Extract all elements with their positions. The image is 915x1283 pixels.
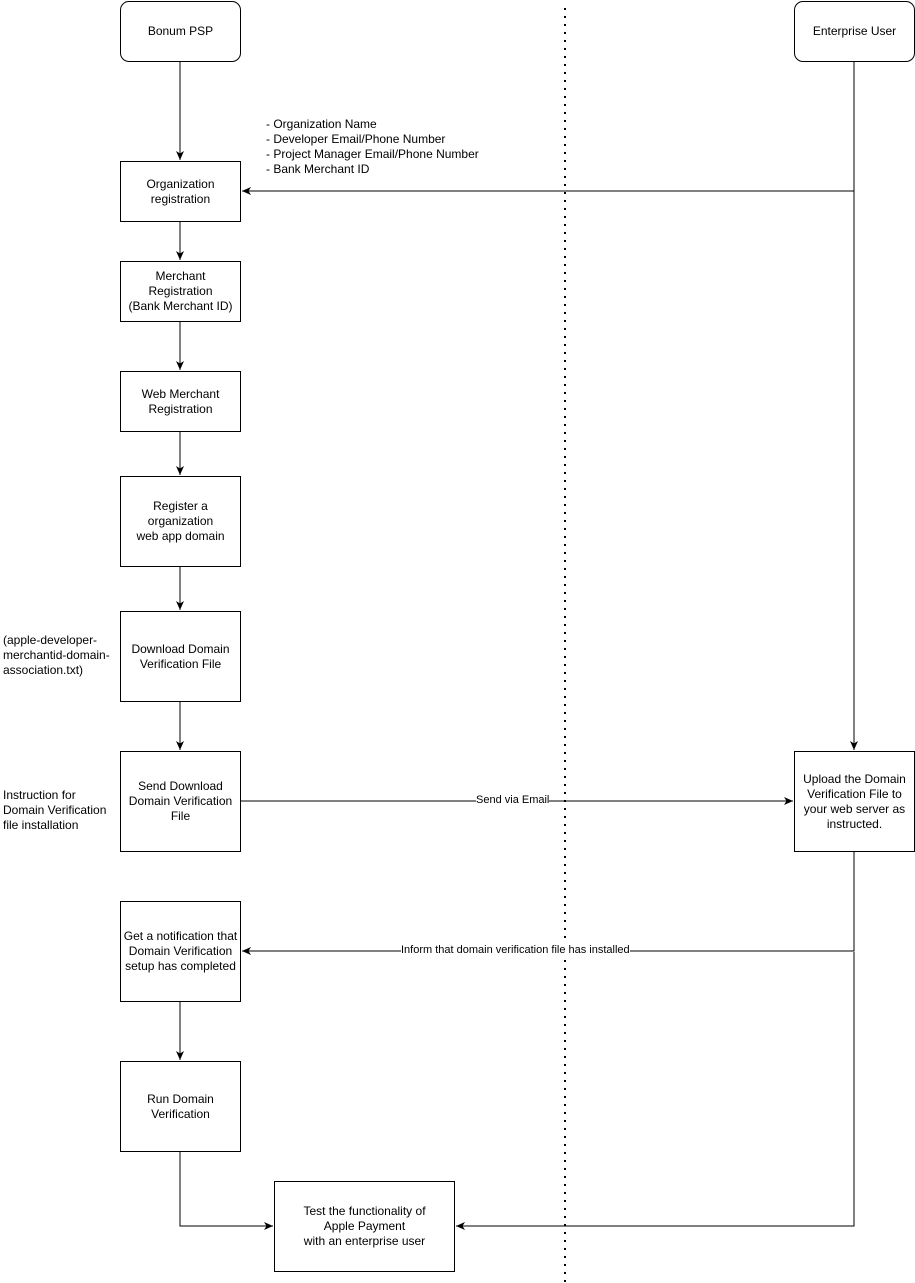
step-upload-verification-file: Upload the Domain Verification File to y… bbox=[794, 751, 915, 852]
step-merchant-registration: Merchant Registration (Bank Merchant ID) bbox=[120, 261, 241, 322]
actor-enterprise-user: Enterprise User bbox=[794, 1, 915, 62]
label-send-via-email: Send via Email bbox=[476, 794, 550, 807]
arrow-upload-to-notify bbox=[242, 852, 855, 955]
actor-bonum-psp: Bonum PSP bbox=[120, 1, 241, 62]
note-verification-file-name: (apple-developer- merchantid-domain- ass… bbox=[3, 633, 110, 677]
step-register-domain: Register a organization web app domain bbox=[120, 476, 241, 567]
step-download-verification-file: Download Domain Verification File bbox=[120, 611, 241, 702]
step-web-merchant-registration: Web Merchant Registration bbox=[120, 371, 241, 432]
step-organization-registration: Organization registration bbox=[120, 161, 241, 222]
step-run-domain-verification: Run Domain Verification bbox=[120, 1061, 241, 1152]
arrow-upload-to-test bbox=[456, 952, 855, 1230]
step-test-functionality: Test the functionality of Apple Payment … bbox=[274, 1181, 455, 1272]
label-inform-installed: Inform that domain verification file has… bbox=[401, 944, 630, 957]
note-registration-fields: - Organization Name - Developer Email/Ph… bbox=[266, 117, 479, 176]
step-get-notification: Get a notification that Domain Verificat… bbox=[120, 901, 241, 1002]
arrow-run-to-test bbox=[179, 1152, 273, 1230]
note-instruction: Instruction for Domain Verification file… bbox=[3, 788, 107, 832]
step-send-download-file: Send Download Domain Verification File bbox=[120, 751, 241, 852]
